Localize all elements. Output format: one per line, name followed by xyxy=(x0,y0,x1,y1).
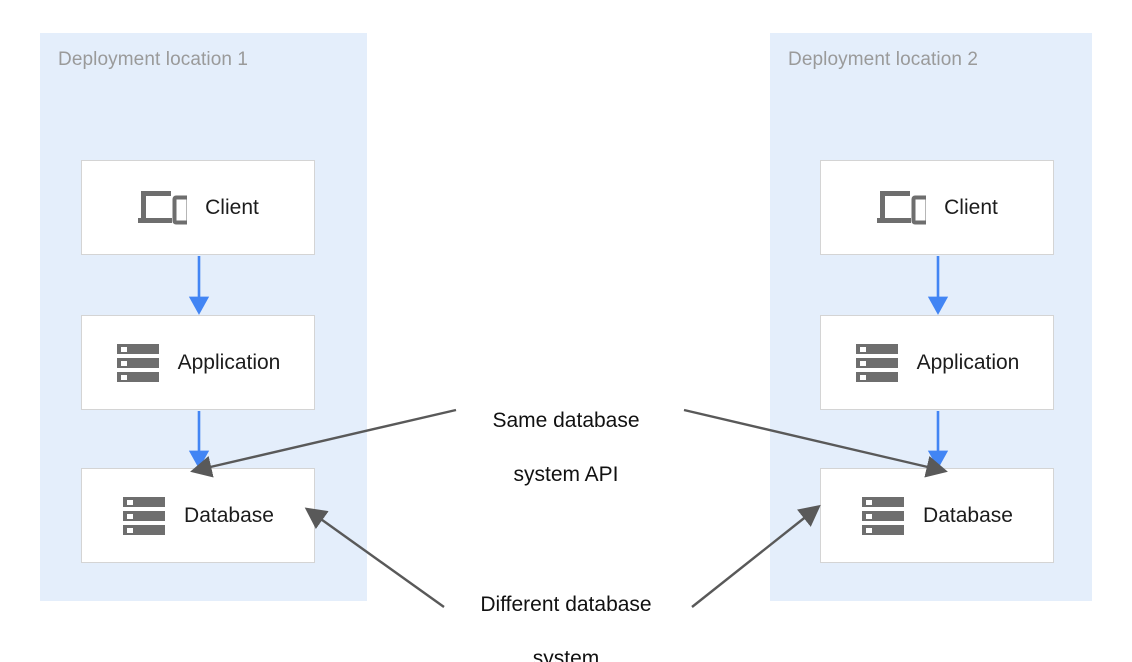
node-database-2[interactable]: Database xyxy=(820,468,1054,563)
node-application-1-label: Application xyxy=(177,350,281,374)
devices-icon xyxy=(876,187,927,229)
node-client-1-label: Client xyxy=(205,195,259,219)
annotation-different-line-2: system xyxy=(532,646,600,662)
annotation-different-database-system: Different database system xyxy=(416,565,716,662)
node-database-2-label: Database xyxy=(923,503,1013,527)
node-client-1[interactable]: Client xyxy=(81,160,315,255)
node-application-1[interactable]: Application xyxy=(81,315,315,410)
annotation-api-line-2: system API xyxy=(513,462,619,486)
server-icon xyxy=(855,342,899,384)
deployment-location-1-title: Deployment location 1 xyxy=(58,49,249,70)
annotation-api-line-1: Same database xyxy=(492,408,640,432)
node-application-2[interactable]: Application xyxy=(820,315,1054,410)
server-icon xyxy=(122,495,166,537)
server-icon xyxy=(861,495,905,537)
deployment-location-2-title: Deployment location 2 xyxy=(788,49,979,70)
node-client-2[interactable]: Client xyxy=(820,160,1054,255)
node-database-1[interactable]: Database xyxy=(81,468,315,563)
devices-icon xyxy=(137,187,188,229)
annotation-different-line-1: Different database xyxy=(480,592,652,616)
node-database-1-label: Database xyxy=(184,503,274,527)
annotation-same-database-system-api: Same database system API xyxy=(416,381,716,515)
server-icon xyxy=(116,342,160,384)
node-client-2-label: Client xyxy=(944,195,998,219)
node-application-2-label: Application xyxy=(916,350,1020,374)
